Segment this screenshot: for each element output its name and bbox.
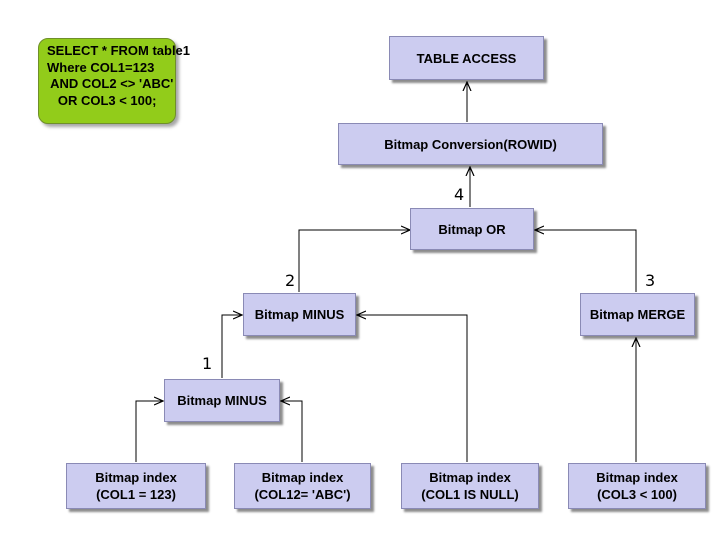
sql-query-box: SELECT * FROM table1 Where COL1=123 AND … <box>38 38 191 124</box>
node-index-col3-line2: (COL3 < 100) <box>597 487 677 502</box>
sql-line-3: AND COL2 <> 'ABC' <box>47 76 174 91</box>
edge-merge-to-or <box>535 230 637 292</box>
step-label-2: 2 <box>285 271 296 290</box>
node-bitmap-or: Bitmap OR <box>410 208 534 250</box>
node-index-col1: Bitmap index (COL1 = 123) <box>66 463 206 509</box>
sql-line-4: OR COL3 < 100; <box>47 92 157 108</box>
node-table-access-label: TABLE ACCESS <box>416 50 517 66</box>
node-index-col1-line1: Bitmap index <box>95 470 177 485</box>
node-bitmap-or-label: Bitmap OR <box>438 221 506 237</box>
edge-minus-lower-to-minus-upper <box>221 315 242 378</box>
node-bitmap-minus-lower-label: Bitmap MINUS <box>177 393 267 408</box>
sql-line-1: SELECT * FROM table1 <box>47 43 191 58</box>
step-label-4: 4 <box>454 185 465 204</box>
node-bitmap-minus-upper-label: Bitmap MINUS <box>254 307 345 322</box>
node-bitmap-conversion-label: Bitmap Conversion(ROWID) <box>384 136 557 152</box>
node-bitmap-merge: Bitmap MERGE <box>580 293 695 336</box>
node-index-col1-null-line2: (COL1 IS NULL) <box>421 487 519 502</box>
node-index-col1-null: Bitmap index (COL1 IS NULL) <box>401 463 539 509</box>
node-bitmap-minus-lower: Bitmap MINUS <box>164 379 280 422</box>
sql-line-2: Where COL1=123 <box>47 59 155 75</box>
node-bitmap-minus-upper: Bitmap MINUS <box>243 293 356 336</box>
edge-minus-upper-to-or <box>298 230 410 292</box>
node-index-col12-line1: Bitmap index <box>261 470 344 485</box>
node-table-access: TABLE ACCESS <box>389 36 544 80</box>
node-bitmap-conversion: Bitmap Conversion(ROWID) <box>338 123 603 165</box>
step-label-3: 3 <box>645 271 656 290</box>
node-index-col3: Bitmap index (COL3 < 100) <box>568 463 706 509</box>
node-index-col1-line2: (COL1 = 123) <box>96 487 176 502</box>
edge-index-col12-to-minus-lower <box>281 401 303 462</box>
node-index-col12: Bitmap index (COL12= 'ABC') <box>234 463 371 509</box>
edge-index-null-to-minus-upper <box>357 315 468 462</box>
node-index-col3-line1: Bitmap index <box>596 470 678 485</box>
node-index-col12-line2: (COL12= 'ABC') <box>254 487 351 502</box>
node-bitmap-merge-label: Bitmap MERGE <box>589 307 686 322</box>
edge-index-col1-to-minus-lower <box>135 401 163 462</box>
step-label-1: 1 <box>202 354 213 373</box>
node-index-col1-null-line1: Bitmap index <box>429 470 511 485</box>
